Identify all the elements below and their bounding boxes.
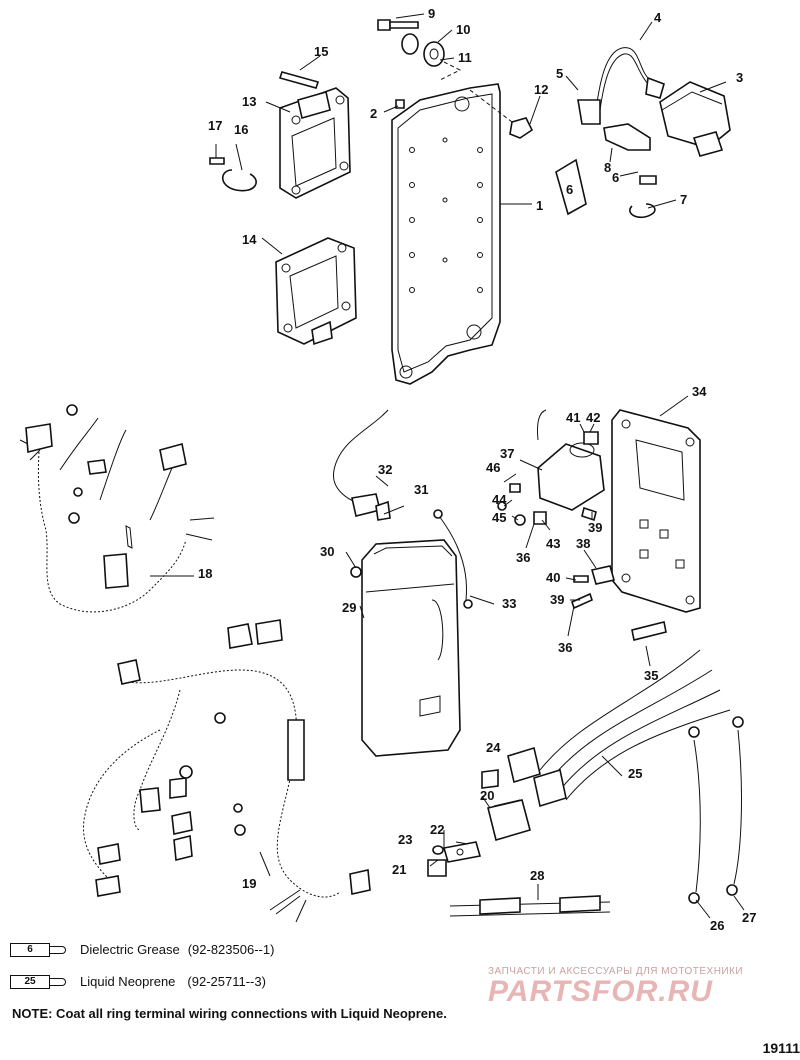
callout-20: 20 [480,788,494,803]
legend-name: Liquid Neoprene [80,974,176,989]
callout-7: 7 [680,192,687,207]
cdm-fasteners [209,71,320,192]
callout-43: 43 [546,536,560,551]
callout-35: 35 [644,668,658,683]
wiring-note: NOTE: Coat all ring terminal wiring conn… [12,1006,447,1021]
callout-46: 46 [486,460,500,475]
callout-10: 10 [456,22,470,37]
watermark-logo: PARTSFOR.RU [488,975,713,1008]
callout-numbers: 9 10 11 12 2 1 3 4 5 8 6 7 15 13 14 17 1… [198,6,756,933]
mounting-plate [391,83,501,385]
callout-28: 28 [530,868,544,883]
callout-3: 3 [736,70,743,85]
callout-32: 32 [378,462,392,477]
cdm-module-lower [275,237,357,346]
callout-41: 41 [566,410,580,425]
callout-11: 11 [458,50,472,65]
callout-36-upper: 36 [516,550,530,565]
watermark-tagline: ЗАПЧАСТИ И АКСЕССУАРЫ ДЛЯ МОТОТЕХНИКИ [488,966,744,977]
callout-37: 37 [500,446,514,461]
callout-21: 21 [392,862,406,877]
callout-38: 38 [576,536,590,551]
cdm-module-upper [279,87,351,199]
callout-23: 23 [398,832,412,847]
callout-18: 18 [198,566,212,581]
electrical-bracket [611,409,701,613]
callout-22: 22 [430,822,444,837]
callout-25: 25 [628,766,642,781]
legend-label: Liquid Neoprene (92-25711--3) [80,974,266,989]
sealant-tube-icon: 25 [10,974,68,989]
wiring-harness-18 [19,404,215,613]
callout-39-upper: 39 [588,520,602,535]
legend-code: 25 [10,974,50,989]
callout-13: 13 [242,94,256,109]
callout-39-lower: 39 [550,592,564,607]
callout-15: 15 [314,44,328,59]
callout-24: 24 [486,740,501,755]
wiring-harness-19 [83,619,371,923]
callout-33: 33 [502,596,516,611]
callout-29: 29 [342,600,356,615]
legend-label: Dielectric Grease (92-823506--1) [80,942,274,957]
legend-part-number: (92-25711--3) [187,974,266,989]
callout-31: 31 [414,482,428,497]
callout-34: 34 [692,384,707,399]
callout-1: 1 [536,198,543,213]
callout-8: 8 [604,160,611,175]
callout-19: 19 [242,876,256,891]
callout-30: 30 [320,544,334,559]
figure-number: 19111 [762,1040,800,1056]
legend-code: 6 [10,942,50,957]
relay-group [427,769,531,877]
callout-5: 5 [556,66,563,81]
legend-part-number: (92-823506--1) [187,942,275,957]
callout-36-lower: 36 [558,640,572,655]
watermark: ЗАПЧАСТИ И АКСЕССУАРЫ ДЛЯ МОТОТЕХНИКИ PA… [488,966,788,1009]
callout-27: 27 [742,910,756,925]
legend-liquid-neoprene: 25 Liquid Neoprene (92-25711--3) [10,974,266,989]
callout-44: 44 [492,492,507,507]
callout-26: 26 [710,918,724,933]
sealant-tube-icon: 6 [10,942,68,957]
leader-lines [150,13,745,919]
legend-name: Dielectric Grease [80,942,180,957]
callout-4: 4 [654,10,662,25]
callout-2: 2 [370,106,377,121]
starter-solenoid-group [497,409,667,641]
callout-45: 45 [492,510,506,525]
legend-dielectric-grease: 6 Dielectric Grease (92-823506--1) [10,942,274,957]
callout-17: 17 [208,118,222,133]
callout-12: 12 [534,82,548,97]
callout-16: 16 [234,122,248,137]
electrical-box [350,539,461,757]
callout-14: 14 [242,232,257,247]
callout-9: 9 [428,6,435,21]
ignition-coil-group: 6 [555,47,731,219]
callout-40: 40 [546,570,560,585]
callout-42: 42 [586,410,600,425]
svg-text:6: 6 [566,182,573,197]
callout-6-bolt: 6 [612,170,619,185]
cables-31-33 [333,409,473,609]
